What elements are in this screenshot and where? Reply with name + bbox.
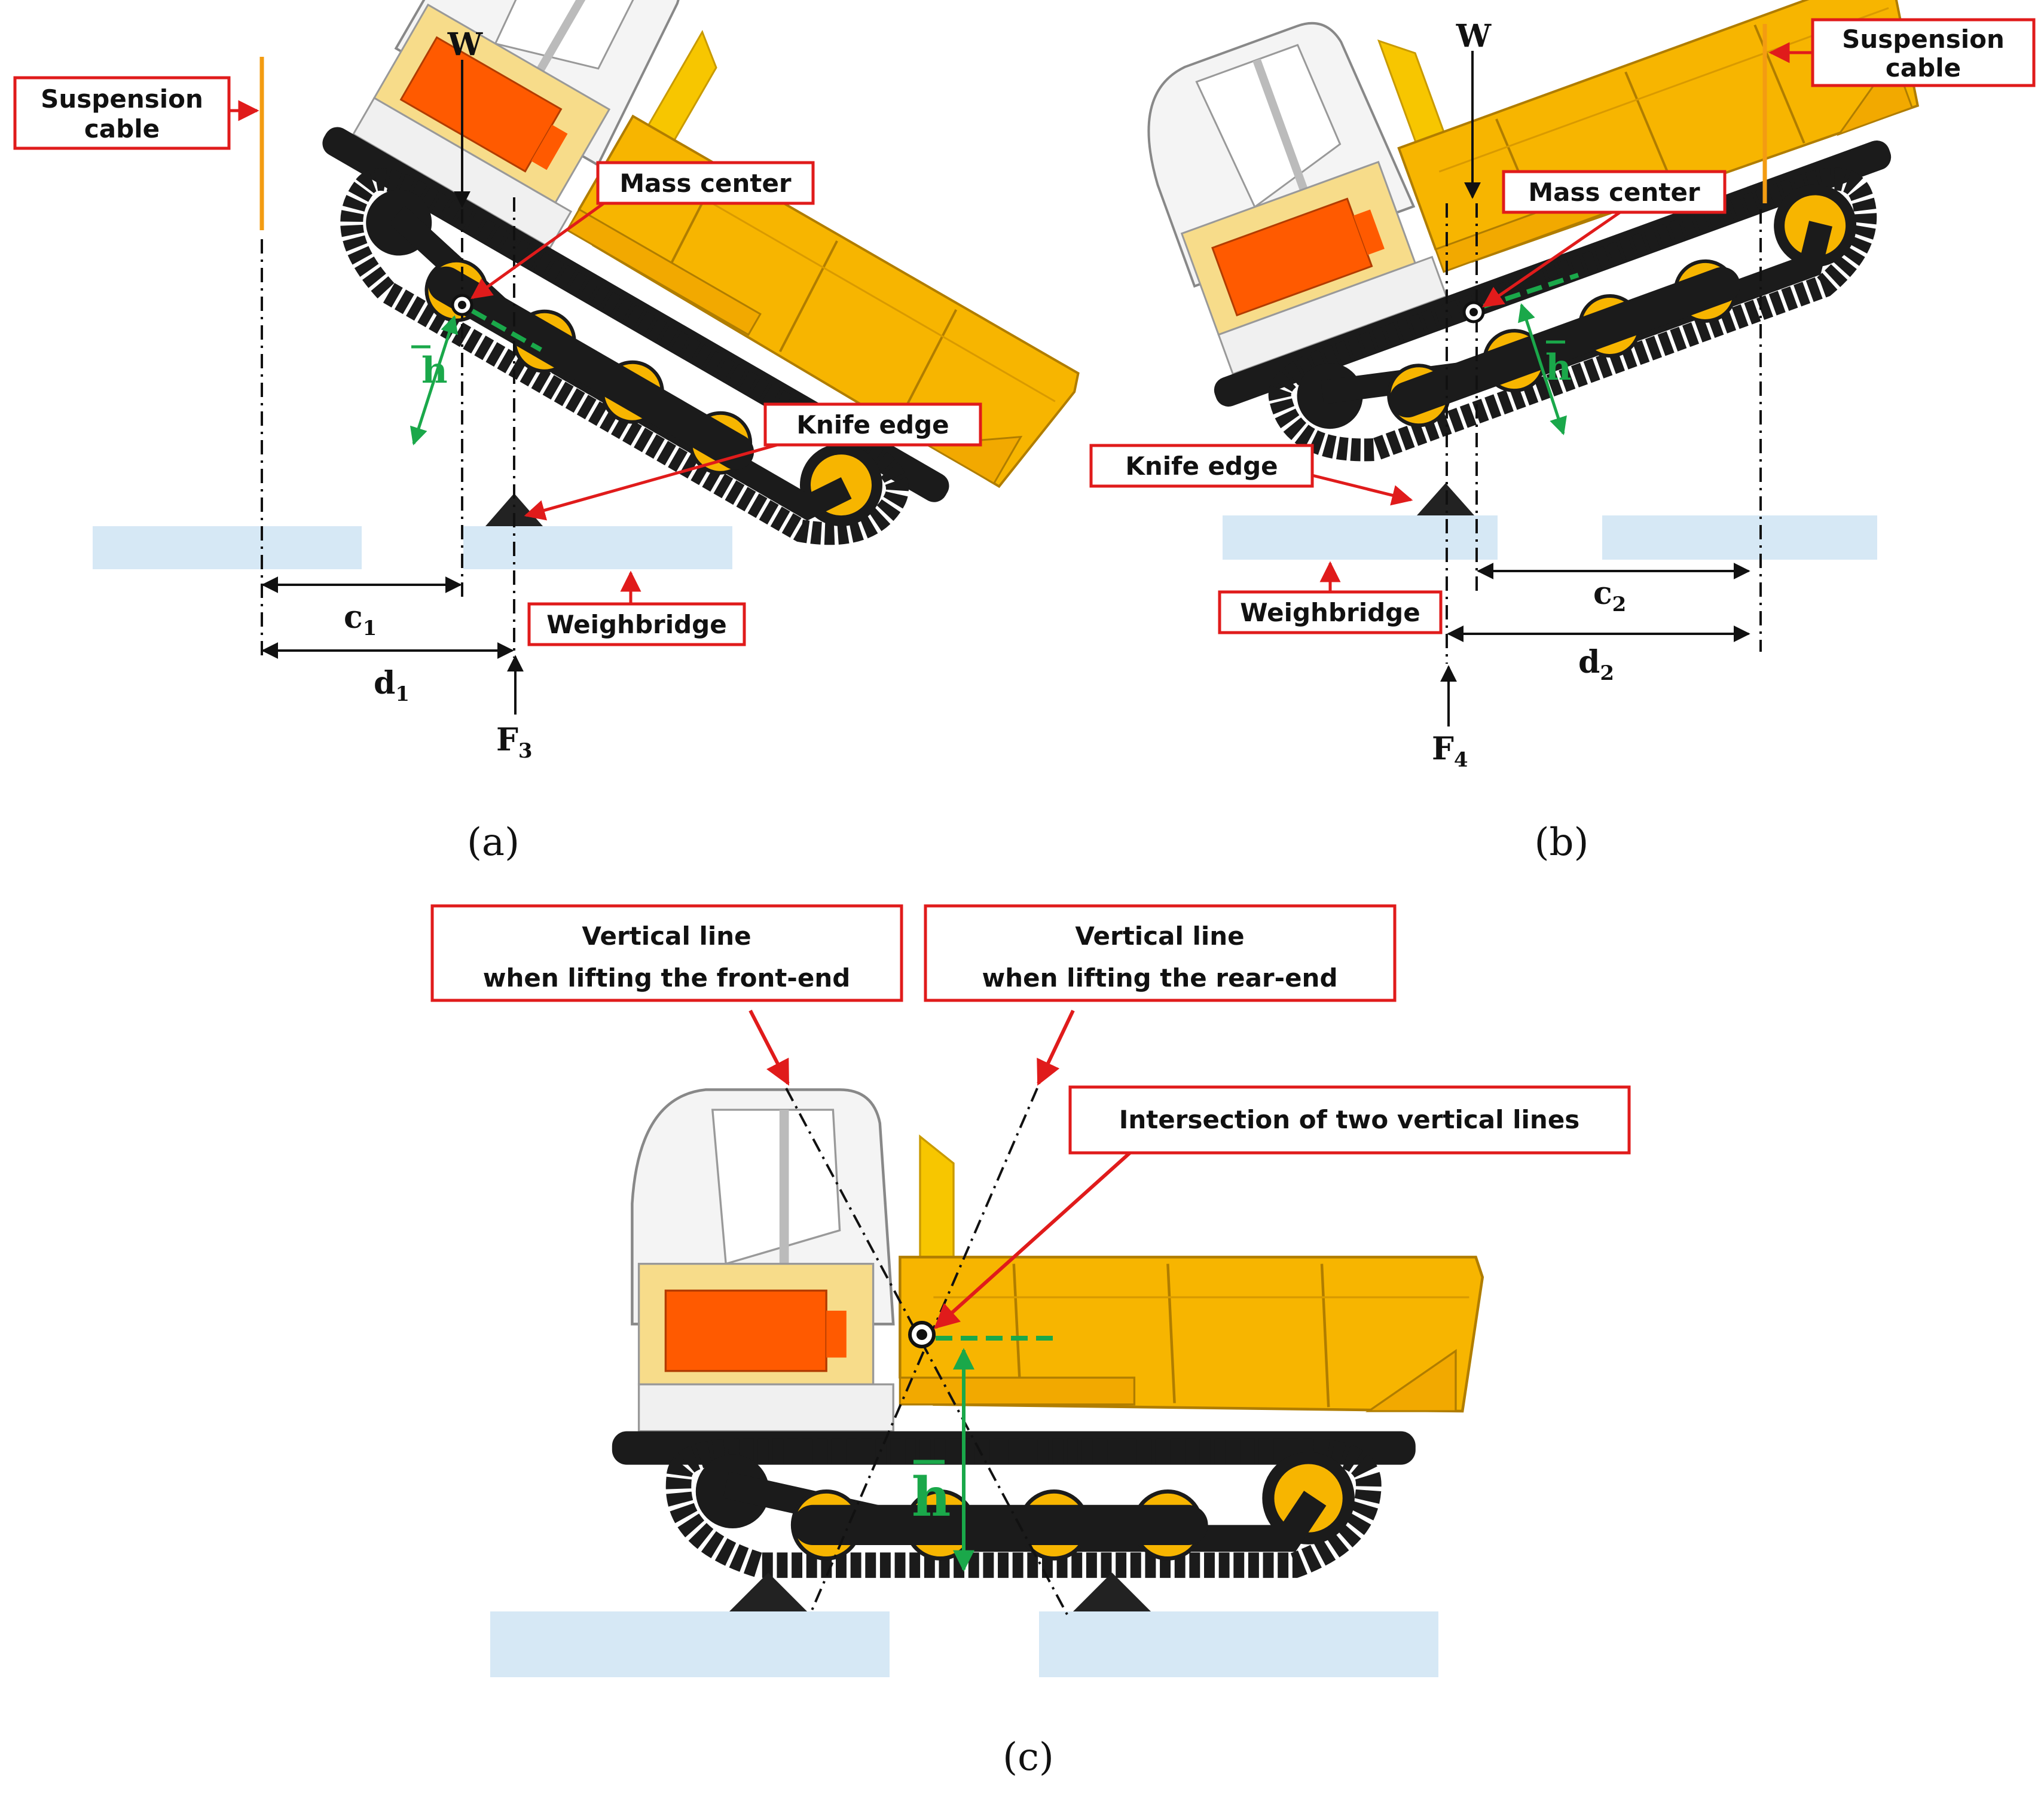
knife-edge-left	[729, 1573, 807, 1611]
svg-text:Knife edge: Knife edge	[796, 410, 949, 439]
svg-text:Knife edge: Knife edge	[1125, 451, 1278, 481]
svg-text:cable: cable	[1886, 53, 1961, 83]
svg-text:cable: cable	[84, 114, 160, 144]
callout-suspension-cable: Suspension cable	[1768, 18, 2036, 87]
height-arrow	[410, 315, 459, 445]
dimension-d2-label: d2	[1578, 644, 1614, 685]
svg-text:Vertical line: Vertical line	[582, 921, 751, 951]
svg-text:Suspension: Suspension	[41, 84, 203, 114]
force-f4-label: F4	[1432, 731, 1468, 772]
callout-vertical-line-rear-end: Vertical line when lifting the rear-end	[924, 904, 1397, 1086]
callout-knife-edge: Knife edge	[1089, 444, 1413, 506]
knife-edge-right	[1073, 1573, 1151, 1611]
height-label: h	[912, 1466, 951, 1529]
carrier-tilted-front-lifted	[273, 0, 1158, 615]
svg-text:when lifting the rear-end: when lifting the rear-end	[982, 963, 1337, 993]
panel-b: W h c2 d2 F4 Suspension cable Mass cente…	[1089, 0, 2036, 865]
callout-weighbridge: Weighbridge	[1218, 561, 1443, 634]
callout-intersection: Intersection of two vertical lines	[933, 1085, 1631, 1329]
weight-label: W	[447, 26, 484, 63]
svg-text:Vertical line: Vertical line	[1075, 921, 1244, 951]
carrier-level	[612, 1089, 1483, 1565]
weighbridge-platform-right	[1602, 515, 1877, 560]
callout-weighbridge: Weighbridge	[527, 570, 746, 646]
callout-knife-edge: Knife edge	[524, 402, 982, 521]
panel-a: W h c1 d1 F3 Suspension cable Mass cente…	[13, 0, 1158, 865]
height-arrow	[1518, 303, 1567, 435]
weighbridge-platform-left	[490, 1611, 890, 1677]
callout-vertical-line-front-end: Vertical line when lifting the front-end	[430, 904, 903, 1086]
callout-mass-center: Mass center	[470, 161, 815, 300]
weighbridge-platform-left	[93, 526, 362, 569]
vertical-line-rear-end	[809, 1088, 1038, 1615]
height-label: h	[1545, 347, 1572, 389]
svg-text:Weighbridge: Weighbridge	[1240, 598, 1420, 627]
panel-c-label: (c)	[1003, 1735, 1054, 1779]
weight-label: W	[1456, 18, 1492, 54]
panel-c: h Vertical line when lifting the front-e…	[430, 904, 1631, 1779]
force-f3-label: F3	[496, 722, 533, 763]
callout-suspension-cable: Suspension cable	[13, 76, 259, 150]
callout-mass-center: Mass center	[1482, 170, 1727, 308]
svg-text:when lifting the front-end: when lifting the front-end	[483, 963, 851, 993]
svg-text:Mass center: Mass center	[619, 169, 792, 198]
panel-a-label: (a)	[467, 820, 520, 865]
svg-text:Intersection of two vertical l: Intersection of two vertical lines	[1119, 1105, 1580, 1134]
dimension-c2-label: c2	[1593, 575, 1626, 616]
weighbridge-platform-right	[1039, 1611, 1438, 1677]
height-label: h	[421, 350, 448, 392]
weighbridge-platform-left	[1223, 515, 1498, 560]
dimension-c1-label: c1	[344, 599, 377, 640]
weighbridge-platform-right	[463, 526, 732, 569]
svg-text:Weighbridge: Weighbridge	[546, 610, 726, 639]
panel-b-label: (b)	[1535, 820, 1589, 865]
vertical-line-front-end	[785, 1088, 1068, 1615]
svg-text:Mass center: Mass center	[1528, 178, 1700, 207]
dimension-d1-label: d1	[374, 665, 410, 706]
svg-text:Suspension: Suspension	[1842, 25, 2005, 54]
